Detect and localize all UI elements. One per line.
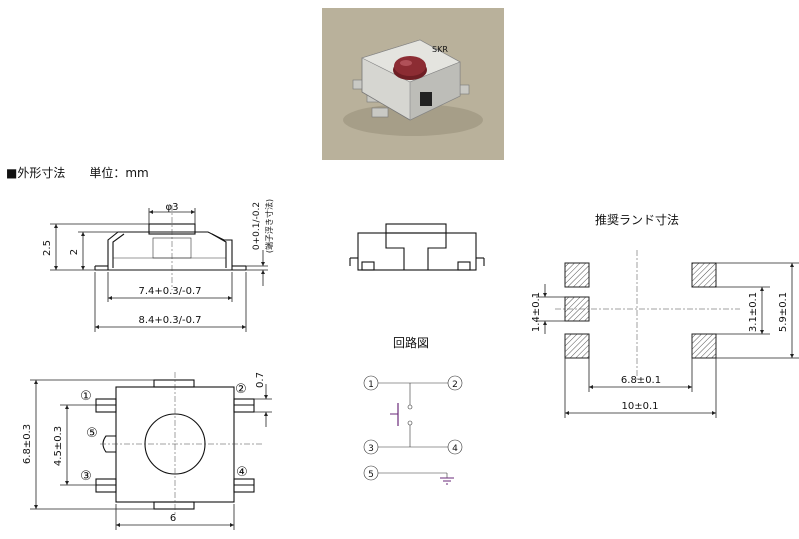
node-2: 2 [452,380,458,390]
product-photo: SKR [322,8,504,160]
dim-7-4: 7.4+0.3/-0.7 [138,286,201,297]
dim-3-1: 3.1±0.1 [748,292,759,332]
dim-6: 6 [170,513,176,524]
dim-8-4: 8.4+0.3/-0.7 [138,315,201,326]
land-pattern-drawing: 1.4±0.1 3.1±0.1 5.9±0.1 6.8±0.1 10±0.1 [531,250,799,418]
dim-0-7: 0.7 [255,372,266,388]
pin-2-label: ② [235,382,247,397]
dim-2-5: 2.5 [42,240,53,256]
phi-label: φ3 [166,202,179,213]
dim-1-4: 1.4±0.1 [531,292,542,332]
pin-4-label: ④ [236,465,248,480]
land-title: 推奨ランド寸法 [595,213,679,227]
node-4: 4 [452,444,458,454]
node-5: 5 [368,470,374,480]
dim-land-6-8: 6.8±0.1 [621,375,661,386]
dim-2: 2 [69,249,80,255]
svg-text:SKR: SKR [432,45,448,54]
circuit-diagram: 1 2 3 4 5 [363,375,463,485]
pin-3-label: ③ [80,469,92,484]
side-view-drawing: φ3 2.5 2 0+0.1/-0.2 (端子浮き寸法) 7.4+0.3/-0.… [42,199,274,332]
front-view-drawing [349,223,485,271]
dim-6-8: 6.8±0.3 [22,424,33,464]
dim-4-5: 4.5±0.3 [53,426,64,466]
dim-10: 10±0.1 [621,401,658,412]
top-view-drawing: ① ② ③ ④ ⑤ 6.8±0.3 4.5±0.3 0.7 6 [22,372,272,530]
pin-5-label: ⑤ [86,426,98,441]
dim-tolerance-note: (端子浮き寸法) [264,199,274,253]
node-1: 1 [368,380,374,390]
pin-1-label: ① [80,389,92,404]
node-3: 3 [368,444,374,454]
circuit-title: 回路図 [393,335,429,350]
dim-5-9: 5.9±0.1 [778,292,789,332]
section-title: ■外形寸法 単位：mm [6,165,149,180]
dim-tolerance: 0+0.1/-0.2 [252,202,262,250]
